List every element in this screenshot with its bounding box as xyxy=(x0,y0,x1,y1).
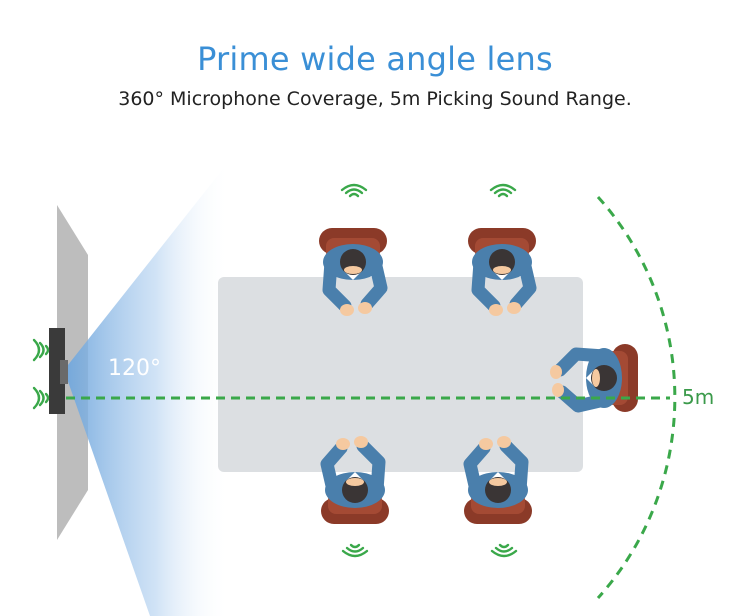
sound-wave-icon xyxy=(32,386,50,410)
camera-view-beam xyxy=(64,160,230,616)
conference-table xyxy=(218,277,583,472)
sound-wave-icon xyxy=(32,338,50,362)
camera-icon xyxy=(49,328,68,414)
sound-wave-icon xyxy=(490,543,518,558)
view-angle-label: 120° xyxy=(108,356,161,381)
page-title: Prime wide angle lens xyxy=(197,40,553,78)
pickup-range-label: 5m xyxy=(682,385,715,409)
sound-wave-icon xyxy=(341,543,369,558)
sound-wave-icon xyxy=(340,183,368,198)
page-subtitle: 360° Microphone Coverage, 5m Picking Sou… xyxy=(118,88,632,110)
pickup-range-arc xyxy=(596,195,677,600)
sound-wave-icon xyxy=(489,183,517,198)
